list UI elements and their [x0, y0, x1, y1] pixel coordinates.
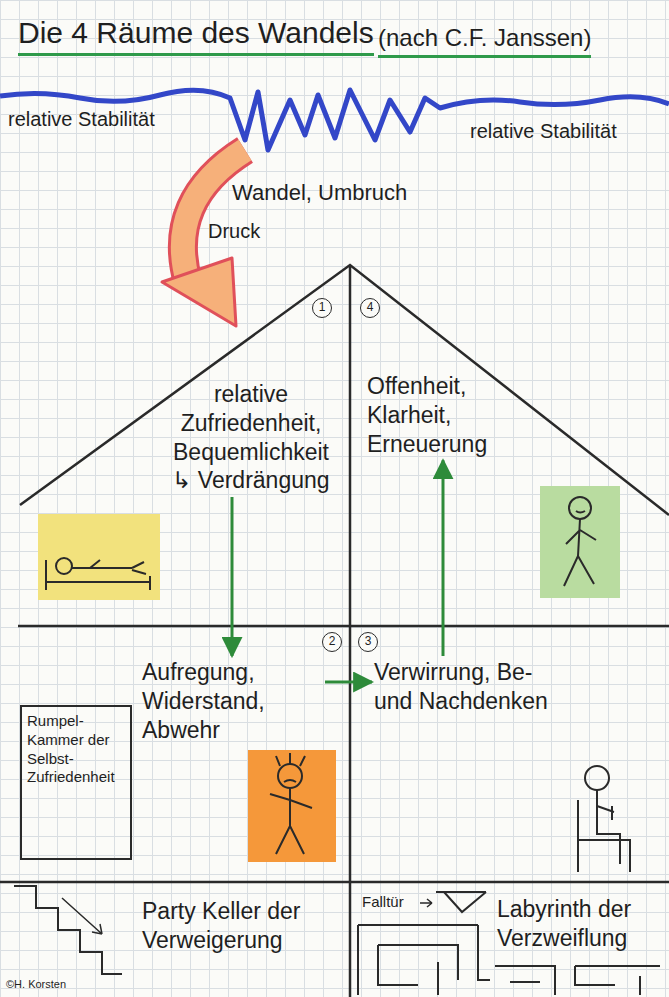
- trapdoor: [436, 892, 486, 912]
- basement-floor-line: [0, 881, 669, 884]
- center-wall-line: [349, 265, 352, 997]
- transition-arrow: [231, 497, 234, 656]
- room-box: Offenheit, Klarheit, Erneuerung: [365, 370, 515, 460]
- callout-number: 2: [322, 632, 342, 652]
- stairs-arrow: [62, 898, 102, 934]
- room-text: relative Zufriedenheit, Bequemlichkeit: [162, 380, 340, 466]
- change-wave: [0, 90, 669, 150]
- bed: [46, 560, 150, 590]
- callout-number: 4: [360, 298, 380, 318]
- basement-stairs: [14, 886, 122, 974]
- chair: [578, 800, 630, 872]
- roof-line: [20, 265, 669, 515]
- room-text: Party Keller der Verweigerung: [142, 897, 343, 955]
- diagram-title: Die 4 Räume des Wandels: [18, 16, 374, 56]
- trapdoor-pointer: [420, 899, 432, 907]
- stability-label: relative Stabilität: [470, 120, 617, 143]
- lying-figure-body: [72, 560, 146, 574]
- walking-figure-head: [569, 497, 591, 519]
- stability-label: relative Stabilität: [8, 108, 155, 131]
- subtitle: (nach C.F. Janssen): [378, 24, 591, 58]
- transition-arrow: [325, 681, 372, 684]
- copyright-note: ©H. Korsten: [6, 978, 66, 990]
- pressure-arrow-fill: [183, 150, 245, 282]
- pressure-arrow-outline: [183, 150, 245, 282]
- basement-room: Party Keller der Verweigerung: [140, 895, 345, 957]
- green-sticky-note: [540, 486, 620, 598]
- side-room-box: Rumpel-Kammer der Selbst-Zufriedenheit: [20, 705, 132, 860]
- room-text: Verwirrung, Be- und Nachdenken: [374, 658, 550, 716]
- transition-arrow: [442, 460, 445, 656]
- pressure-arrow-head: [162, 258, 236, 326]
- room-box: Aufregung, Widerstand, Abwehr: [140, 656, 325, 746]
- room-text: Labyrinth der Verzweiflung: [497, 895, 658, 953]
- orange-sticky-note: [248, 750, 336, 862]
- room-box: Verwirrung, Be- und Nachdenken: [372, 656, 552, 718]
- room-box: relative Zufriedenheit, Bequemlichkeit↳ …: [160, 378, 342, 497]
- room-text: Rumpel-Kammer der Selbst-Zufriedenheit: [27, 712, 125, 787]
- room-text: ↳ Verdrängung: [162, 466, 340, 495]
- change-label: Wandel, Umbruch: [232, 180, 407, 206]
- thinking-figure-body: [597, 790, 620, 864]
- pressure-label: Druck: [208, 220, 260, 243]
- angry-figure-head: [278, 764, 302, 788]
- room-text: Offenheit, Klarheit, Erneuerung: [367, 372, 513, 458]
- trapdoor-label: Falltür: [362, 893, 404, 910]
- room-text: Aufregung, Widerstand, Abwehr: [142, 658, 323, 744]
- callout-number: 1: [312, 298, 332, 318]
- angry-figure-body: [270, 753, 312, 854]
- middle-floor-line: [18, 625, 669, 628]
- yellow-sticky-note: [38, 514, 160, 600]
- lying-figure-head: [56, 558, 72, 574]
- callout-number: 3: [358, 632, 378, 652]
- thinking-figure-head: [585, 766, 609, 790]
- walking-figure-body: [564, 511, 596, 586]
- basement-room: Labyrinth der Verzweiflung: [495, 893, 660, 955]
